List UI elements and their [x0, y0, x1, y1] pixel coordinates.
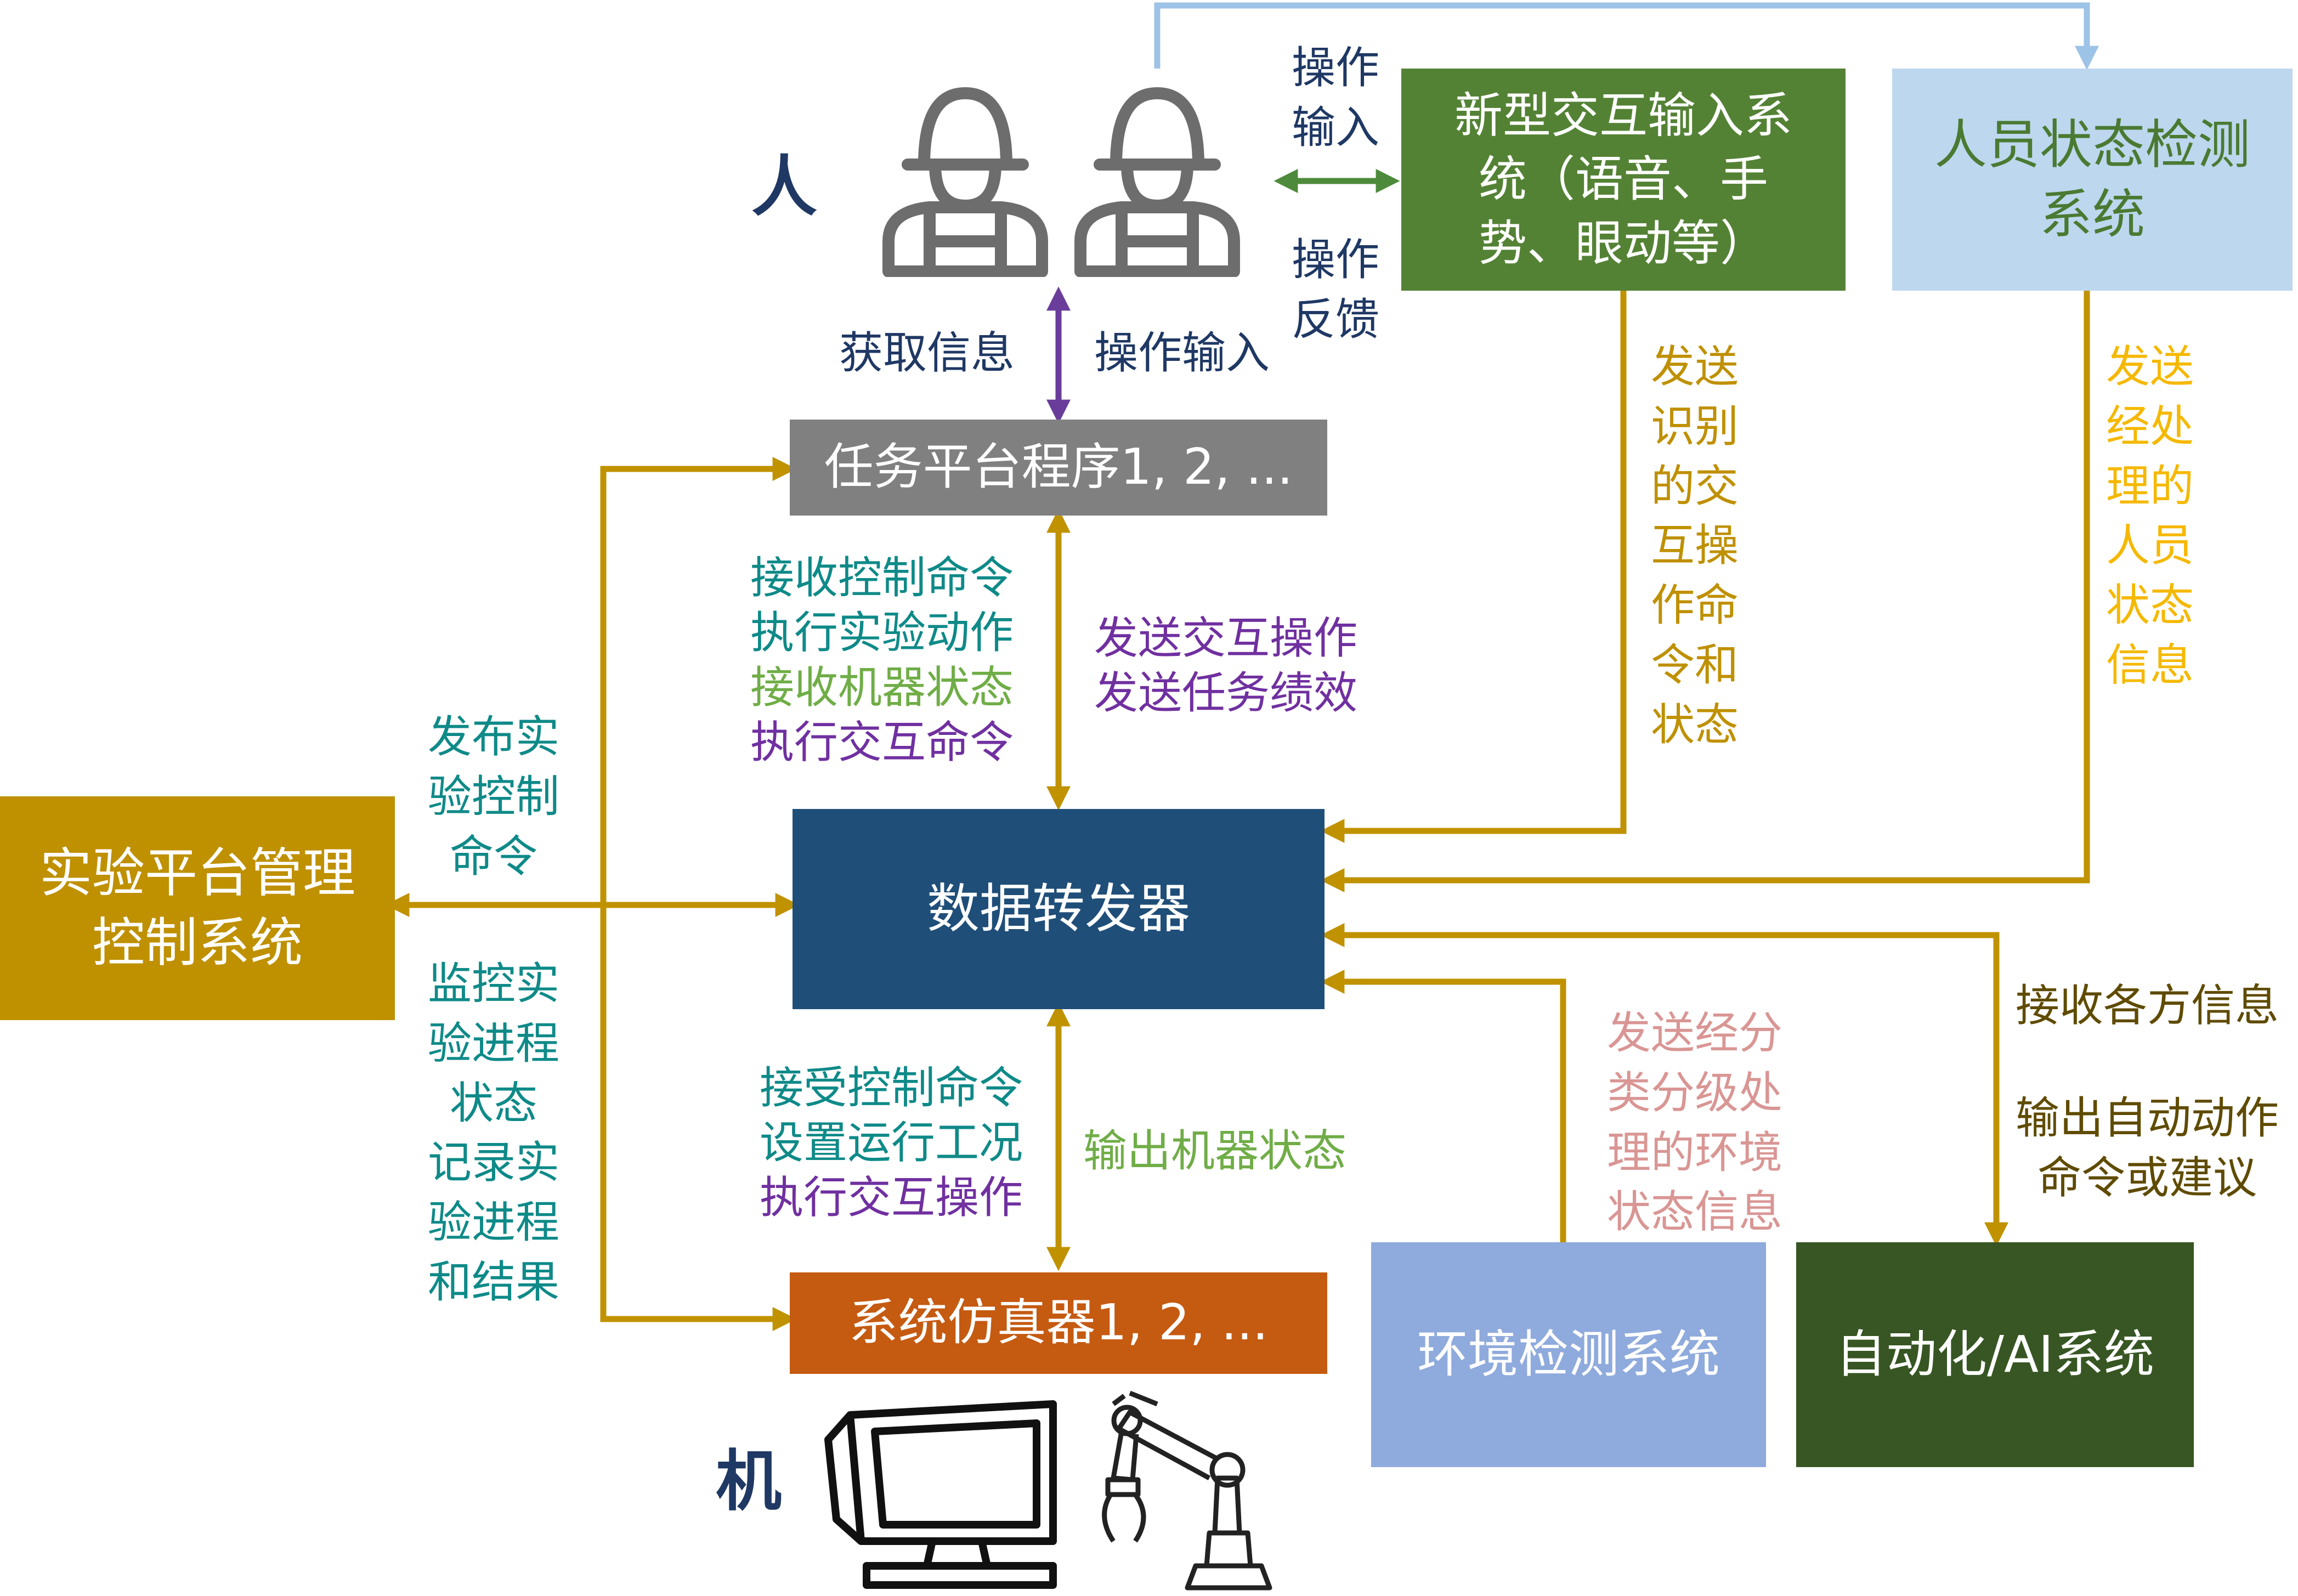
task-platform-box[interactable]: 任务平台程序1, 2, ...: [790, 420, 1327, 516]
send-recognized-label: 发送 识别 的交 互操 作命 令和 状态: [1651, 341, 1739, 750]
set-conditions-label: 设置运行工况: [760, 1117, 1023, 1168]
data-forwarder-box[interactable]: 数据转发器: [793, 809, 1325, 1009]
output-auto-cmd-label: 输出自动动作 命令或建议: [2016, 1093, 2279, 1203]
get-info-label: 获取信息: [839, 327, 1015, 378]
op-input-label: 操作 输入: [1292, 42, 1379, 153]
op-feedback-label: 操作 反馈: [1292, 234, 1379, 345]
recv-all-info-label: 接收各方信息: [2016, 980, 2279, 1031]
op-input-task-label: 操作输入: [1094, 327, 1270, 378]
interaction-forwarder-connector: [1320, 291, 1627, 843]
simulator-box[interactable]: 系统仿真器1, 2, ...: [790, 1272, 1327, 1374]
send-person-state-label: 发送 经处 理的 人员 状态 信息: [2106, 341, 2194, 691]
exec-interaction-cmd-label: 执行交互命令: [750, 717, 1014, 768]
mgmt-task-connector: [600, 457, 797, 905]
accept-control-cmd-label: 接受控制命令: [760, 1062, 1023, 1113]
automation-ai-box[interactable]: 自动化/AI系统: [1796, 1242, 2194, 1467]
recv-control-cmd-label: 接收控制命令: [750, 552, 1014, 603]
management-box[interactable]: 实验平台管理 控制系统: [0, 796, 395, 1020]
person-state-box[interactable]: 人员状态检测 系统: [1892, 69, 2293, 291]
monitor-record-label: 监控实 验进程 状态 记录实 验进程 和结果: [428, 958, 559, 1308]
publish-control-label: 发布实 验控制 命令: [428, 711, 559, 882]
mgmt-simulator-connector: [600, 905, 797, 1331]
output-machine-state-label: 输出机器状态: [1083, 1125, 1346, 1176]
recv-machine-state-label: 接收机器状态: [750, 662, 1014, 713]
send-interaction-op-label: 发送交互操作: [1094, 613, 1357, 664]
exec-interaction-op-label: 执行交互操作: [760, 1172, 1023, 1223]
robot-arm-icon: [1102, 1390, 1272, 1591]
send-task-perf-label: 发送任务绩效: [1094, 667, 1357, 718]
person-state-feed-connector: [1154, 2, 2099, 70]
env-forwarder-connector: [1320, 970, 1566, 1242]
monitor-icon: [824, 1400, 1057, 1589]
interaction-input-box[interactable]: 新型交互输入系 统（语音、手 势、眼动等）: [1401, 69, 1846, 291]
exec-exp-action-label: 执行实验动作: [750, 607, 1014, 658]
human-label: 人: [751, 149, 817, 225]
env-detect-box[interactable]: 环境检测系统: [1371, 1242, 1766, 1467]
forwarder-ai-connector: [1320, 923, 2008, 1247]
personstate-forwarder-connector: [1320, 291, 2090, 892]
send-env-state-label: 发送经分 类分级处 理的环境 状态信息: [1607, 1008, 1782, 1238]
operator-icon: [882, 87, 1048, 277]
machine-label: 机: [716, 1444, 782, 1520]
operator-icon: [1074, 87, 1240, 277]
